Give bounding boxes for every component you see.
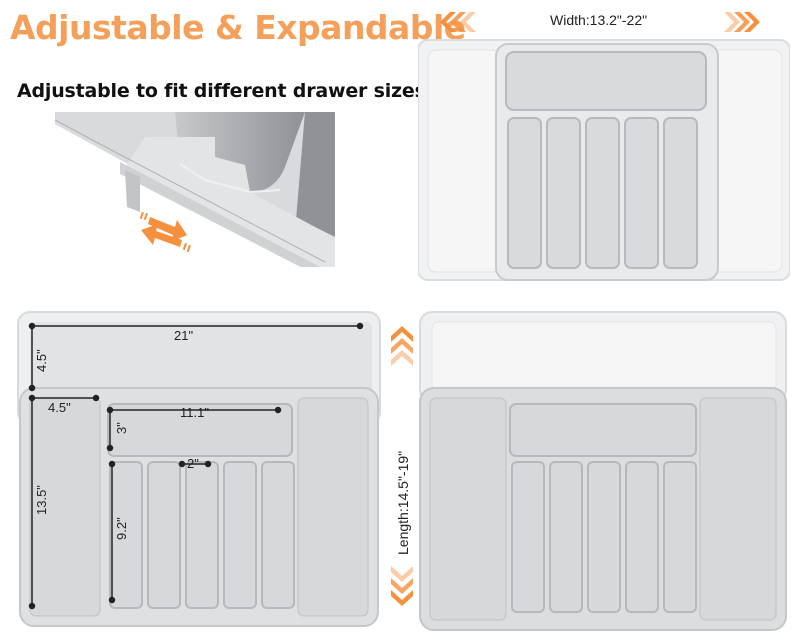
length-chevrons-up-icon <box>391 326 413 374</box>
tray-dimensions-view-image <box>14 308 384 640</box>
width-range-label: Width:13.2"-22" <box>550 12 648 28</box>
length-range-label: Length:14.5"-19" <box>395 450 411 555</box>
dim-top-width: 21" <box>174 328 194 343</box>
dim-center-depth: 3" <box>114 422 129 434</box>
main-title: Adjustable & Expandable <box>10 8 466 47</box>
dim-side-length: 13.5" <box>34 485 49 515</box>
dim-slot-length: 9.2" <box>114 517 129 540</box>
tray-length-view-image <box>418 308 790 640</box>
width-chevrons-left-icon <box>440 12 480 36</box>
closeup-joint-image <box>55 112 335 267</box>
tray-width-view-image <box>417 38 791 287</box>
subtitle: Adjustable to fit different drawer sizes <box>17 80 426 102</box>
dim-top-depth: 4.5" <box>34 349 49 372</box>
width-chevrons-right-icon <box>720 12 760 36</box>
dim-slot-width: 2" <box>187 456 199 471</box>
length-chevrons-down-icon <box>391 562 413 610</box>
dim-center-width: 11.1" <box>180 405 209 420</box>
dim-side-width: 4.5" <box>48 400 71 415</box>
bidirectional-arrows-icon <box>139 211 191 253</box>
